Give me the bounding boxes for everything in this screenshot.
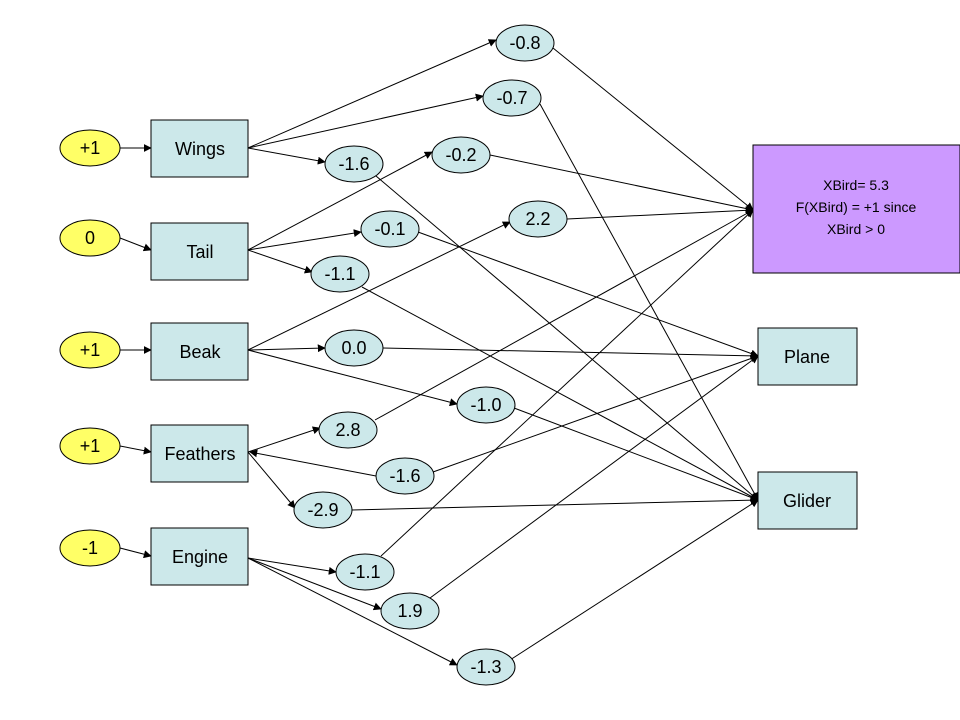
weight-to-output-line [351, 496, 759, 511]
svg-text:-2.9: -2.9 [307, 500, 338, 520]
svg-text:-0.8: -0.8 [509, 33, 540, 53]
weight-node: -1.1 [310, 255, 370, 293]
connection-lines [119, 39, 759, 666]
feature-label: Wings [175, 139, 225, 159]
input-node-beak: +1 [59, 331, 121, 369]
svg-text:-1.0: -1.0 [470, 395, 501, 415]
input-value: +1 [80, 138, 101, 158]
svg-text:2.2: 2.2 [525, 209, 550, 229]
feature-label: Beak [179, 342, 221, 362]
feature-to-weight-line [247, 151, 433, 251]
feature-to-weight-line [247, 249, 313, 274]
feature-to-weight-line [247, 147, 326, 165]
output-bird-box: XBird= 5.3 F(XBird) = +1 since XBird > 0 [752, 144, 960, 274]
feature-to-weight-line [247, 39, 497, 149]
feature-label: Tail [186, 242, 213, 262]
feature-box-wings: Wings [150, 119, 249, 178]
weight-to-output-line [417, 231, 759, 358]
feature-box-engine: Engine [150, 527, 249, 586]
feature-to-weight-line [247, 349, 458, 407]
weight-node: -1.6 [375, 457, 435, 495]
weight-to-output-line [552, 47, 754, 211]
glider-label: Glider [783, 491, 831, 511]
svg-text:-1.3: -1.3 [470, 657, 501, 677]
input-to-feature-line [119, 445, 152, 455]
input-value: -1 [82, 538, 98, 558]
weight-to-output-line [489, 154, 754, 213]
weight-node: -1.1 [335, 553, 395, 591]
feature-label: Feathers [164, 444, 235, 464]
weight-to-output-line [513, 407, 759, 502]
input-node-tail: 0 [59, 219, 121, 257]
feature-box-tail: Tail [150, 222, 249, 281]
bird-line-1: XBird= 5.3 [823, 177, 889, 193]
weight-to-output-line [380, 209, 754, 557]
feature-to-weight-line [247, 344, 326, 353]
weight-node: -0.7 [482, 79, 542, 117]
svg-text:-0.1: -0.1 [374, 219, 405, 239]
weight-node: -1.0 [456, 386, 516, 424]
feature-to-weight-line [247, 221, 511, 351]
input-value: +1 [80, 340, 101, 360]
weight-to-output-line [429, 355, 759, 599]
input-value: +1 [80, 436, 101, 456]
input-to-feature-line [119, 237, 152, 252]
svg-text:-1.1: -1.1 [349, 562, 380, 582]
svg-text:-0.7: -0.7 [496, 88, 527, 108]
svg-text:1.9: 1.9 [397, 601, 422, 621]
feature-box-beak: Beak [150, 322, 249, 381]
weight-to-output-line [374, 209, 754, 421]
weight-to-feature-line [249, 449, 377, 477]
weight-to-output-line [382, 347, 759, 360]
svg-text:-1.1: -1.1 [324, 264, 355, 284]
svg-text:2.8: 2.8 [335, 420, 360, 440]
weight-to-output-line [539, 103, 759, 501]
svg-text:0.0: 0.0 [341, 338, 366, 358]
weight-node: -0.1 [360, 210, 420, 248]
feature-to-weight-line [247, 557, 382, 611]
weight-node: -2.9 [293, 491, 353, 529]
weight-node: -0.8 [495, 24, 555, 62]
weight-node: 2.8 [318, 411, 378, 449]
input-node-engine: -1 [59, 529, 121, 567]
input-value: 0 [85, 228, 95, 248]
weight-to-output-line [509, 499, 759, 661]
feature-label: Engine [172, 547, 228, 567]
weight-to-output-line [375, 175, 759, 501]
weight-node: 0.0 [324, 329, 384, 367]
weight-node: -0.2 [431, 136, 491, 174]
weight-to-output-line [566, 206, 754, 220]
svg-text:-1.6: -1.6 [338, 154, 369, 174]
diagram-nodes: +1 0 +1 +1 -1 Wings Tail Beak [59, 24, 960, 686]
svg-text:-1.6: -1.6 [389, 466, 420, 486]
output-plane-box: Plane [757, 327, 858, 386]
bird-line-2: F(XBird) = +1 since [796, 199, 917, 215]
svg-text:-0.2: -0.2 [445, 145, 476, 165]
weight-to-output-line [361, 286, 759, 501]
input-node-wings: +1 [59, 129, 121, 167]
feature-box-feathers: Feathers [150, 424, 249, 483]
plane-label: Plane [784, 347, 830, 367]
input-node-feathers: +1 [59, 427, 121, 465]
bird-line-3: XBird > 0 [827, 221, 885, 237]
weight-node: -1.3 [456, 648, 516, 686]
weight-to-output-line [432, 354, 759, 473]
weight-node: 1.9 [380, 592, 440, 630]
feature-to-weight-line [247, 451, 296, 509]
feature-to-weight-line [247, 557, 337, 575]
weight-node: -1.6 [324, 145, 384, 183]
feature-to-weight-line [247, 229, 362, 251]
feature-to-weight-line [247, 557, 458, 666]
output-glider-box: Glider [757, 471, 858, 530]
input-to-feature-line [119, 547, 152, 559]
weight-node: 2.2 [508, 200, 568, 238]
feature-to-weight-line [247, 93, 484, 149]
feature-to-weight-line [247, 426, 321, 453]
